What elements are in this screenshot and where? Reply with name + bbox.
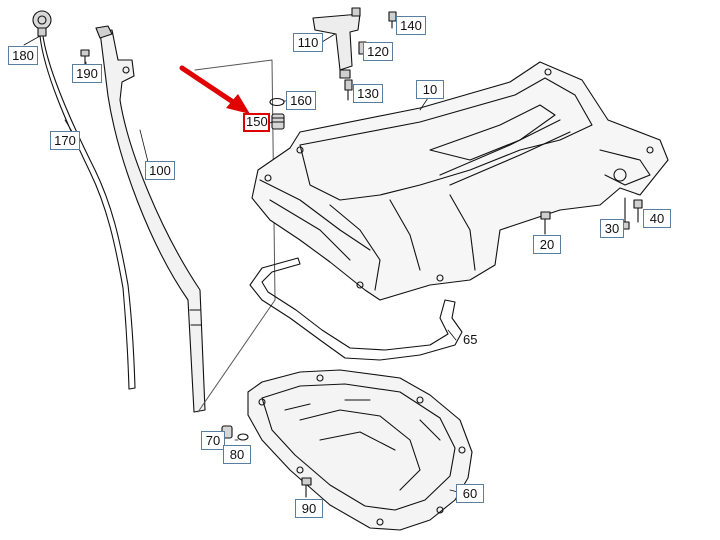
- dipstick-guide-tube: [95, 25, 206, 413]
- part-label-40: 40: [643, 209, 671, 228]
- part-label-80: 80: [223, 445, 251, 464]
- part-label-160: 160: [286, 91, 316, 110]
- drain-plug-lower: [221, 425, 249, 441]
- part-label-140: 140: [396, 16, 426, 35]
- drain-plug: [269, 97, 285, 130]
- part-label-20: 20: [533, 235, 561, 254]
- part-label-180: 180: [8, 46, 38, 65]
- lower-oil-pan: [247, 369, 473, 531]
- upper-oil-pan: [251, 61, 669, 301]
- part-label-65: 65: [463, 332, 478, 347]
- part-label-110: 110: [293, 33, 323, 52]
- part-label-90: 90: [295, 499, 323, 518]
- dipstick: [32, 10, 136, 390]
- part-label-70: 70: [201, 431, 225, 450]
- bolt-90: [301, 477, 312, 498]
- part-label-120: 120: [363, 42, 393, 61]
- bolt-20: [540, 211, 551, 235]
- part-label-30: 30: [600, 219, 624, 238]
- part-label-60: 60: [456, 484, 484, 503]
- part-label-10: 10: [416, 80, 444, 99]
- bolts-30-40: [620, 197, 643, 230]
- part-label-100: 100: [145, 161, 175, 180]
- part-label-170: 170: [50, 131, 80, 150]
- part-label-130: 130: [353, 84, 383, 103]
- part-label-150-highlighted: 150: [243, 113, 270, 132]
- part-label-190: 190: [72, 64, 102, 83]
- gasket: [249, 257, 463, 361]
- highlight-arrow: [179, 65, 250, 114]
